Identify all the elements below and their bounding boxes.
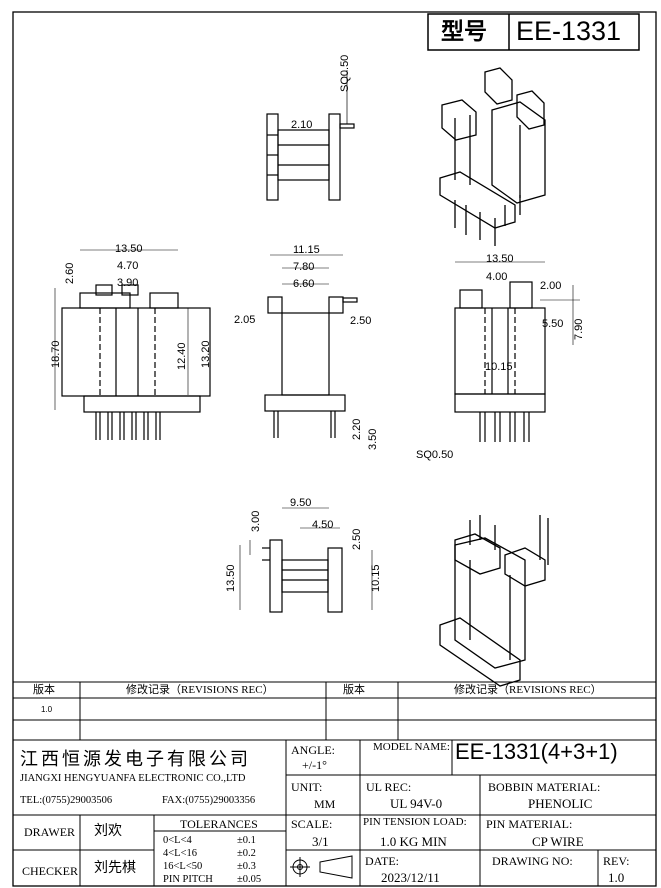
model-name-label: MODEL NAME: xyxy=(373,741,450,753)
unit-value: MM xyxy=(314,797,336,811)
sheet-border xyxy=(12,11,657,887)
scale-value: 3/1 xyxy=(312,834,329,849)
model-number: EE-1331 xyxy=(516,16,622,46)
dim-13-50-c: 13.50 xyxy=(225,564,237,592)
dim-2-50-b: 2.50 xyxy=(351,528,363,550)
dim-13-50-b: 13.50 xyxy=(486,253,514,265)
drawer-label: DRAWER xyxy=(24,825,76,839)
company-cn: 江西恒源发电子有限公司 xyxy=(20,749,251,769)
dim-9-50: 9.50 xyxy=(290,497,312,509)
right-back-view xyxy=(454,261,580,442)
left-front-view xyxy=(54,249,211,440)
dim-3-00: 3.00 xyxy=(250,510,262,532)
tol-range-2: 16<L<50 xyxy=(163,861,203,872)
pin-tension-label: PIN TENSION LOAD: xyxy=(363,816,467,828)
angle-value: +/-1° xyxy=(302,758,327,772)
checker-value: 刘先棋 xyxy=(94,861,136,876)
dim-10-15-b: 10.15 xyxy=(370,564,382,592)
model-name-value: EE-1331(4+3+1) xyxy=(455,739,618,764)
rev-right-title: 版本 xyxy=(343,684,365,696)
dim-7-90: 7.90 xyxy=(573,318,585,340)
type-label: 型号 xyxy=(441,18,487,44)
company-tel: TEL:(0755)29003506 xyxy=(20,795,113,806)
tol-value-1: ±0.2 xyxy=(237,848,256,859)
dim-2-50: 2.50 xyxy=(350,315,372,327)
drawer-value: 刘欢 xyxy=(94,824,122,839)
company-fax: FAX:(0755)29003356 xyxy=(162,795,256,806)
dim-4-00: 4.00 xyxy=(486,271,508,283)
dim-2-60: 2.60 xyxy=(64,262,76,284)
rev-left-rec: 修改记录（REVISIONS REC） xyxy=(126,684,274,696)
date-label: DATE: xyxy=(365,854,399,868)
rev-label: REV: xyxy=(603,854,630,868)
scale-label: SCALE: xyxy=(291,817,333,831)
dim-5-50: 5.50 xyxy=(542,318,564,330)
dim-2-10: 2.10 xyxy=(291,119,313,131)
bobbin-material-label: BOBBIN MATERIAL: xyxy=(488,780,601,794)
tol-value-2: ±0.3 xyxy=(237,861,256,872)
isometric-bottom-view xyxy=(439,515,549,687)
ul-label: UL REC: xyxy=(366,780,412,794)
tol-value-0: ±0.1 xyxy=(237,835,256,846)
pin-material-value: CP WIRE xyxy=(532,834,584,849)
dim-4-50: 4.50 xyxy=(312,519,334,531)
angle-label: ANGLE: xyxy=(291,743,335,757)
dim-3-90: 3.90 xyxy=(117,277,139,289)
rev-right-rec: 修改记录（REVISIONS REC） xyxy=(454,684,602,696)
dim-13-50-a: 13.50 xyxy=(115,243,143,255)
tolerances-label: TOLERANCES xyxy=(180,817,258,831)
rev-version: 1.0 xyxy=(41,705,53,714)
bobbin-material-value: PHENOLIC xyxy=(528,796,593,811)
title-block-grid xyxy=(13,740,656,886)
date-value: 2023/12/11 xyxy=(381,870,440,885)
isometric-top-view xyxy=(439,67,546,246)
top-front-view xyxy=(266,70,355,201)
dim-7-80: 7.80 xyxy=(293,261,315,273)
dim-4-70: 4.70 xyxy=(117,260,139,272)
dim-10-15-a: 10.15 xyxy=(485,361,513,373)
center-side-view xyxy=(264,254,358,438)
rev-left-title: 版本 xyxy=(33,684,55,696)
dim-3-50: 3.50 xyxy=(367,428,379,450)
dim-18-70: 18.70 xyxy=(50,340,62,368)
tol-range-3: PIN PITCH xyxy=(163,874,213,885)
dim-13-20: 13.20 xyxy=(200,340,212,368)
rev-value: 1.0 xyxy=(608,870,625,885)
dim-2-20: 2.20 xyxy=(351,418,363,440)
dim-2-00: 2.00 xyxy=(540,280,562,292)
unit-label: UNIT: xyxy=(291,780,323,794)
revision-table xyxy=(13,681,656,741)
drawing-no-label: DRAWING NO: xyxy=(492,854,573,868)
dim-sq050-bottom: SQ0.50 xyxy=(416,449,454,461)
dim-6-60: 6.60 xyxy=(293,278,315,290)
tol-range-0: 0<L<4 xyxy=(163,835,192,846)
model-header-box xyxy=(427,13,640,51)
bottom-side-view xyxy=(239,507,373,613)
dim-12-40: 12.40 xyxy=(176,342,188,370)
dim-11-15: 11.15 xyxy=(293,244,320,256)
dim-2-05: 2.05 xyxy=(234,314,256,326)
checker-label: CHECKER xyxy=(22,864,79,878)
tol-value-3: ±0.05 xyxy=(237,874,262,885)
ul-value: UL 94V-0 xyxy=(390,796,443,811)
dim-sq050-top: SQ0.50 xyxy=(339,54,351,92)
tol-range-1: 4<L<16 xyxy=(163,848,198,859)
company-en: JIANGXI HENGYUANFA ELECTRONIC CO.,LTD xyxy=(20,773,246,784)
pin-tension-value: 1.0 KG MIN xyxy=(380,834,447,849)
pin-material-label: PIN MATERIAL: xyxy=(486,817,573,831)
